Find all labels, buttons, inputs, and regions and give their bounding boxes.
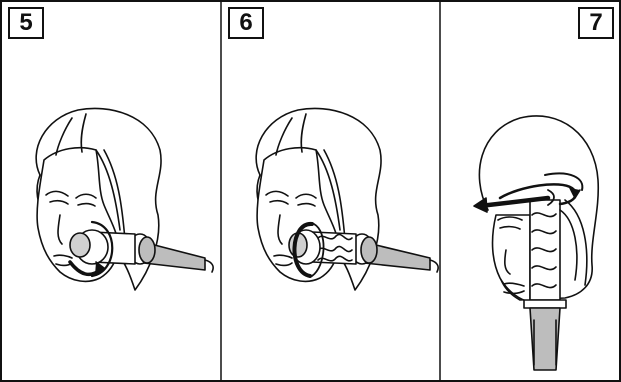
face-outline xyxy=(493,215,530,302)
